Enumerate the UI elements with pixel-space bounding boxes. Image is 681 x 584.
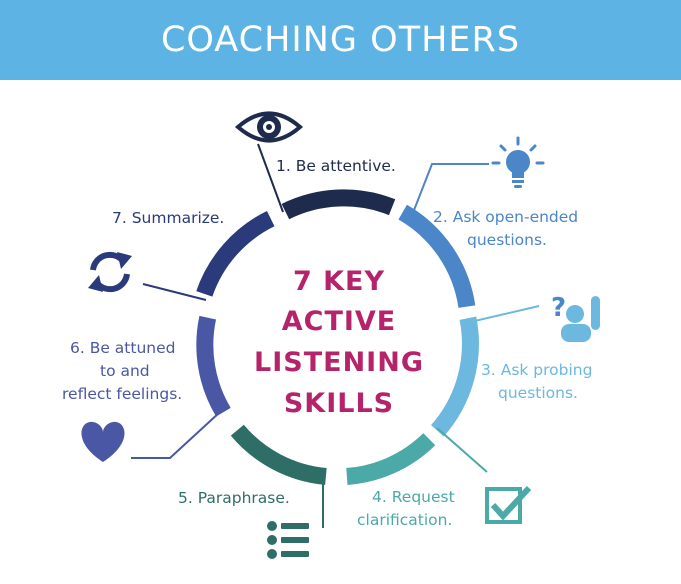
refresh-icon bbox=[88, 251, 132, 293]
connector-7 bbox=[142, 283, 207, 301]
skill-6-label: 6. Be attuned to and reflect feelings. bbox=[62, 339, 182, 403]
question-person-icon: ? bbox=[551, 293, 600, 342]
checkbox-icon bbox=[485, 485, 532, 524]
center-title-line-4: SKILLS bbox=[284, 388, 394, 419]
segment-4-arc bbox=[346, 432, 436, 485]
skill-4-label: 4. Request clarification. bbox=[357, 488, 460, 529]
connector-4 bbox=[436, 427, 488, 473]
skill-2-label: 2. Ask open-ended questions. bbox=[433, 208, 583, 249]
segment-5-arc bbox=[230, 424, 327, 485]
center-title-line-2: ACTIVE bbox=[282, 306, 397, 337]
connector-6 bbox=[131, 411, 221, 459]
skill-1-label: 1. Be attentive. bbox=[276, 157, 396, 175]
heart-icon bbox=[81, 421, 125, 462]
connector-1 bbox=[257, 143, 284, 213]
page-title: COACHING OTHERS bbox=[160, 20, 521, 60]
segment-1-arc bbox=[281, 189, 396, 220]
segment-2-arc bbox=[398, 204, 476, 309]
segment-3-arc bbox=[430, 316, 479, 437]
segment-6-arc bbox=[196, 315, 231, 417]
segment-7-arc bbox=[196, 210, 275, 297]
connector-2 bbox=[408, 163, 489, 224]
header-banner bbox=[0, 0, 681, 80]
eye-icon bbox=[234, 111, 304, 143]
connector-3 bbox=[465, 305, 540, 324]
skill-5-label: 5. Paraphrase. bbox=[178, 489, 290, 507]
lightbulb-icon bbox=[491, 136, 545, 188]
center-title-line-3: LISTENING bbox=[254, 347, 424, 378]
list-icon bbox=[267, 521, 309, 559]
skill-3-label: 3. Ask probing questions. bbox=[481, 361, 597, 402]
center-title-line-1: 7 KEY bbox=[293, 266, 385, 297]
svg-text:?: ? bbox=[551, 293, 566, 323]
skill-7-label: 7. Summarize. bbox=[112, 209, 224, 227]
